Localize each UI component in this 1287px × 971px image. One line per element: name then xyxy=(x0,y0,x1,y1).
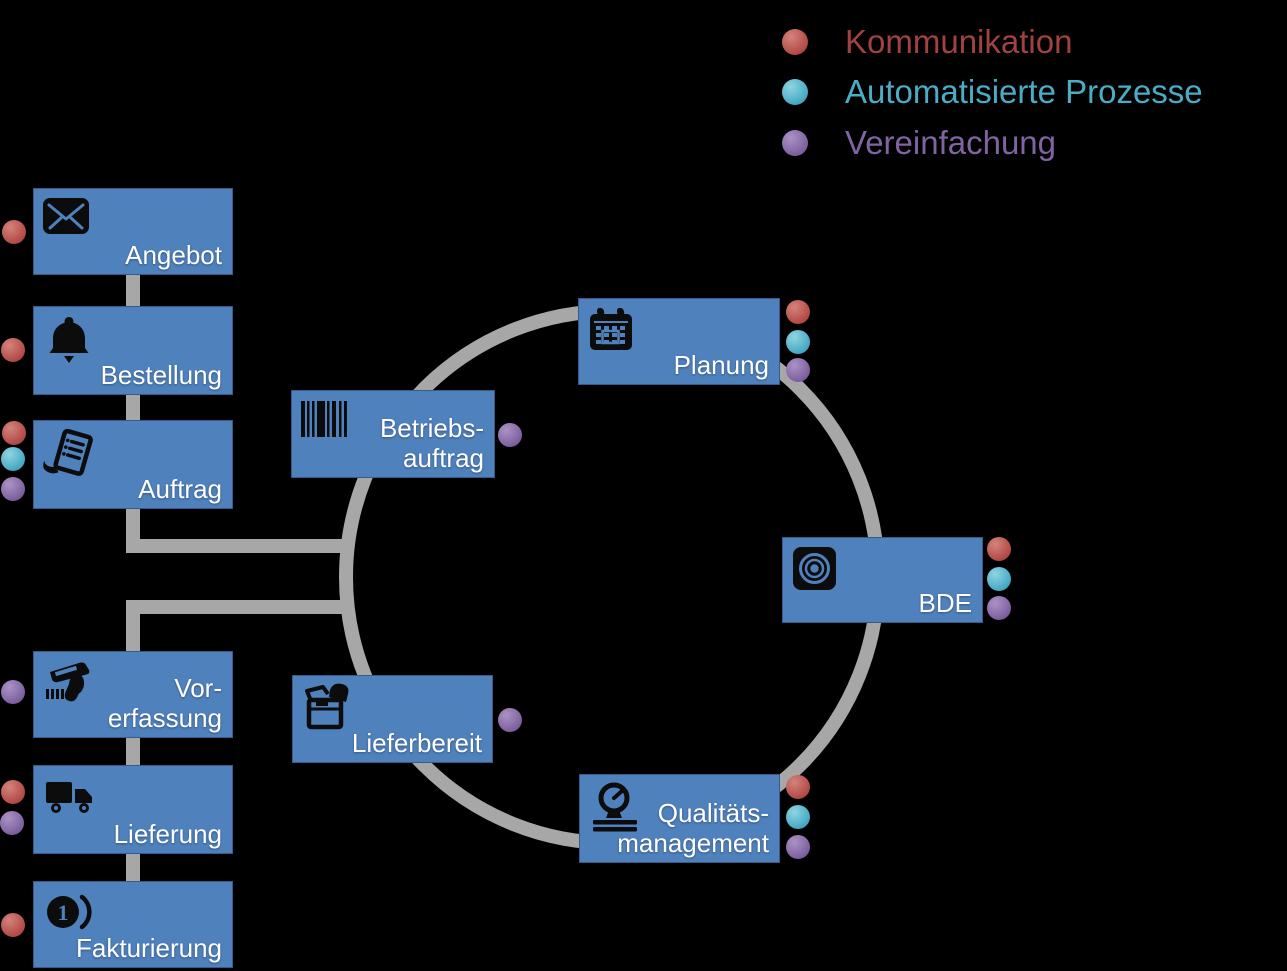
box-label: Fakturierung xyxy=(76,933,222,963)
vereinfachung-indicator-dot xyxy=(498,708,522,732)
box-label: BDE xyxy=(918,588,972,618)
box-label: Qualitäts-management xyxy=(617,798,769,858)
process-box-betriebsauftrag: Betriebs-auftrag xyxy=(291,390,495,478)
kommunikation-indicator-dot xyxy=(2,421,26,445)
process-box-lieferbereit: Lieferbereit xyxy=(292,675,493,763)
automatisierte-prozesse-indicator-dot xyxy=(786,330,810,354)
vereinfachung-indicator-dot xyxy=(786,358,810,382)
coin-icon: 1 xyxy=(44,891,96,940)
automatisierte-prozesse-indicator-dot xyxy=(987,567,1011,591)
vereinfachung-indicator-dot xyxy=(1,477,25,501)
process-box-fakturierung: 1 Fakturierung xyxy=(33,881,233,968)
kommunikation-indicator-dot xyxy=(1,913,25,937)
calendar-icon xyxy=(587,306,635,359)
box-label: Auftrag xyxy=(138,474,222,504)
document-list-icon xyxy=(42,428,100,493)
process-box-lieferung: Lieferung xyxy=(33,765,233,854)
bell-icon xyxy=(48,315,90,372)
legend-automatisierte-prozesse-dot xyxy=(782,79,808,105)
box-label: Vor-erfassung xyxy=(107,673,222,733)
target-icon xyxy=(791,545,839,598)
package-icon xyxy=(302,681,356,738)
kommunikation-indicator-dot xyxy=(1,780,25,804)
box-label: Bestellung xyxy=(100,360,222,390)
box-label: Betriebs-auftrag xyxy=(379,413,484,473)
kommunikation-indicator-dot xyxy=(987,537,1011,561)
vereinfachung-indicator-dot xyxy=(786,835,810,859)
process-box-angebot: Angebot xyxy=(33,188,233,275)
kommunikation-indicator-dot xyxy=(786,300,810,324)
legend-automatisierte-prozesse-label: Automatisierte Prozesse xyxy=(845,73,1203,110)
gauge-icon xyxy=(590,781,644,840)
automatisierte-prozesse-indicator-dot xyxy=(786,805,810,829)
process-box-bde: BDE xyxy=(782,537,983,623)
process-box-auftrag: Auftrag xyxy=(33,420,233,509)
vereinfachung-indicator-dot xyxy=(987,596,1011,620)
barcode-icon xyxy=(299,400,349,443)
process-box-bestellung: Bestellung xyxy=(33,306,233,395)
vereinfachung-indicator-dot xyxy=(1,680,25,704)
envelope-icon xyxy=(42,196,92,241)
process-box-qualitaetsmanagement: Qualitäts-management xyxy=(579,774,780,863)
legend-kommunikation-label: Kommunikation xyxy=(845,23,1073,60)
vereinfachung-indicator-dot xyxy=(0,811,24,835)
legend-vereinfachung-dot xyxy=(782,130,808,156)
box-label: Planung xyxy=(673,350,769,380)
process-box-planung: Planung xyxy=(578,298,780,385)
kommunikation-indicator-dot xyxy=(786,775,810,799)
box-label: Angebot xyxy=(125,240,222,270)
automatisierte-prozesse-indicator-dot xyxy=(1,447,25,471)
svg-text:1: 1 xyxy=(58,900,69,925)
box-label: Lieferung xyxy=(113,819,222,849)
vereinfachung-indicator-dot xyxy=(498,423,522,447)
kommunikation-indicator-dot xyxy=(2,220,26,244)
box-label: Lieferbereit xyxy=(351,728,482,758)
barcode-scanner-icon xyxy=(42,659,100,716)
truck-icon xyxy=(44,778,98,823)
legend-kommunikation-dot xyxy=(782,29,808,55)
legend-vereinfachung-label: Vereinfachung xyxy=(845,124,1057,161)
process-box-vorerfassung: Vor-erfassung xyxy=(33,651,233,738)
kommunikation-indicator-dot xyxy=(1,338,25,362)
